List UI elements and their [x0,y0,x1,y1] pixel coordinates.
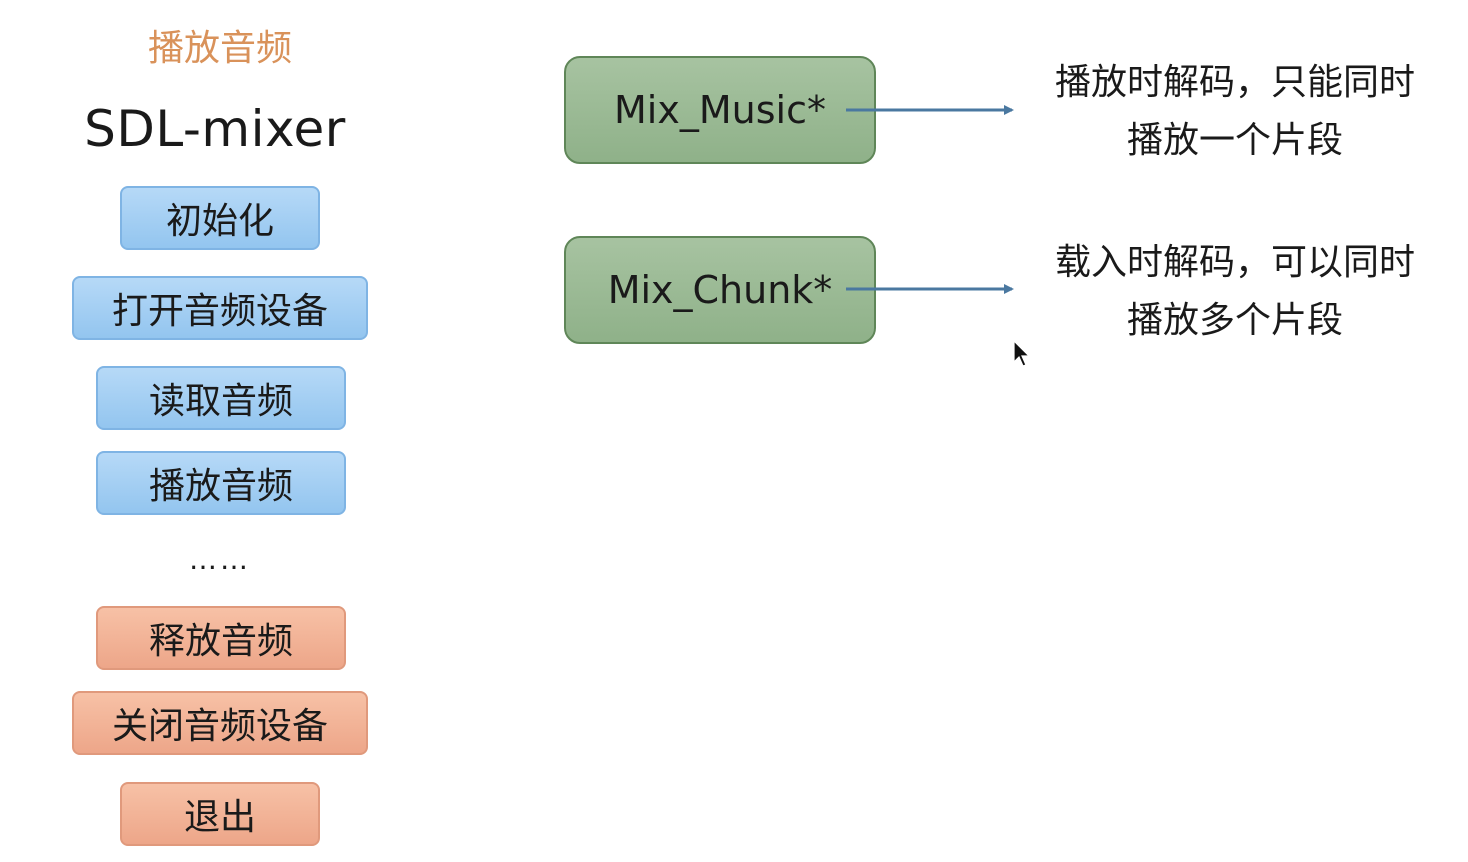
step-open-audio-device: 打开音频设备 [72,276,368,340]
step-play-audio: 播放音频 [96,451,346,515]
step-play-audio-label: 播放音频 [148,466,293,507]
step-close-audio-device: 关闭音频设备 [72,691,368,755]
type-mix-music-label: Mix_Music* [614,88,826,132]
type-mix-chunk-label: Mix_Chunk* [607,268,833,312]
desc-mix-chunk-line2: 播放多个片段 [1126,300,1343,341]
step-free-audio-label: 释放音频 [148,621,293,662]
step-free-audio: 释放音频 [96,606,346,670]
step-init: 初始化 [120,186,320,250]
step-init-label: 初始化 [165,201,274,242]
section-title: 播放音频 [147,28,292,69]
desc-mix-music-line1: 播放时解码，只能同时 [1054,62,1415,103]
step-quit: 退出 [120,782,320,846]
type-mix-chunk: Mix_Chunk* [564,236,876,344]
step-ellipsis: …… [189,543,251,576]
desc-mix-chunk: 载入时解码，可以同时 播放多个片段 [1010,234,1460,350]
step-load-audio: 读取音频 [96,366,346,430]
desc-mix-chunk-line1: 载入时解码，可以同时 [1054,242,1415,283]
step-close-audio-device-label: 关闭音频设备 [111,706,328,747]
step-load-audio-label: 读取音频 [148,381,293,422]
desc-mix-music: 播放时解码，只能同时 播放一个片段 [1010,54,1460,170]
mouse-pointer-icon [1013,340,1031,367]
step-open-audio-device-label: 打开音频设备 [111,291,328,332]
library-name: SDL-mixer [84,100,346,158]
type-mix-music: Mix_Music* [564,56,876,164]
desc-mix-music-line2: 播放一个片段 [1126,120,1343,161]
step-quit-label: 退出 [183,797,256,838]
